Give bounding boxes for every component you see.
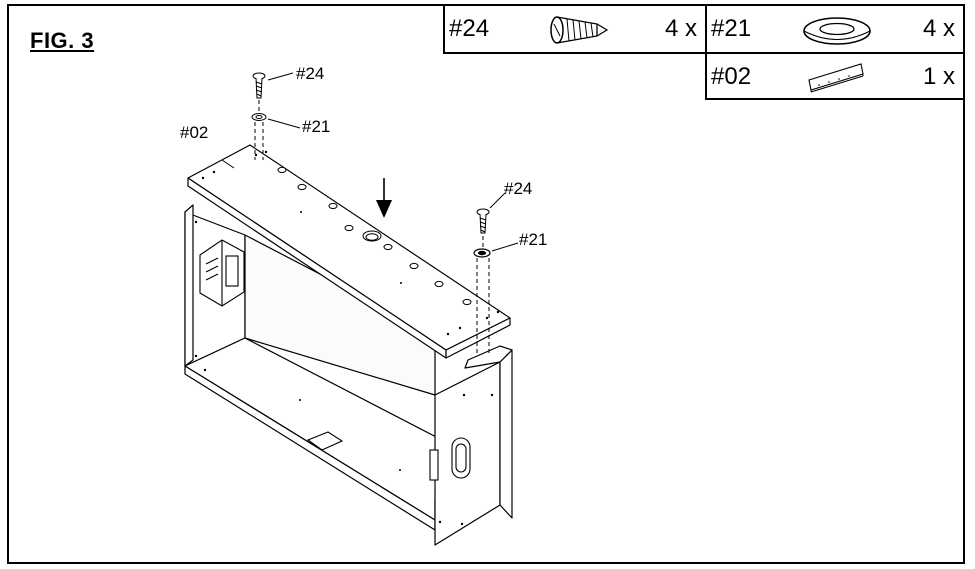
part-qty: 1 x [922,63,955,90]
washer-right-icon [473,248,491,258]
top-panel-holes [277,166,472,306]
part-row-24: #24 4 x [443,4,707,54]
guide-lines-right [476,236,490,356]
handle-slot [429,437,471,481]
guide-lines-left [254,100,264,160]
right-side-panel-edge [499,349,513,519]
right-panel-top [464,345,513,369]
screw-right-icon [476,208,490,234]
figure-title: FIG. 3 [30,28,95,53]
washer-left-icon [251,113,267,121]
part-id: #02 [711,63,752,90]
parts-legend: #24 4 x #21 4 x #02 1 x [443,4,965,100]
screw-left-icon [252,72,266,99]
callout-screw-right: #24 [504,179,532,198]
part-id: #24 [449,15,490,42]
callout-screw-left: #24 [296,64,324,83]
callout-washer-left: #21 [302,117,330,136]
callout-washer-right: #21 [519,230,547,249]
part-row-02: #02 1 x [705,52,965,100]
part-qty: 4 x [922,15,955,42]
callout-panel: #02 [180,123,208,142]
motor-housing [199,239,245,307]
panel-icon [808,63,864,93]
screw-icon [550,16,609,44]
left-side-panel-edge [184,204,194,367]
washer-icon [803,17,871,45]
part-id: #21 [711,15,752,42]
down-arrow-icon [376,178,392,218]
bottom-cutout [306,431,344,451]
part-qty: 4 x [664,15,697,42]
